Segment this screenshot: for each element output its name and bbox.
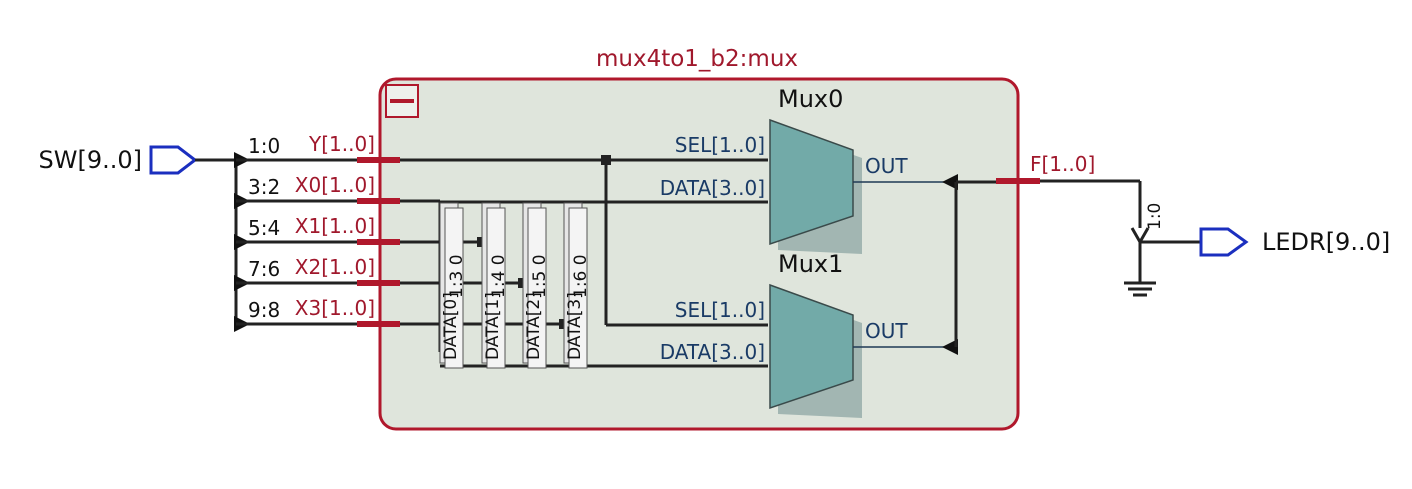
output-port-label: LEDR[9..0] xyxy=(1262,228,1390,256)
module-box[interactable] xyxy=(378,77,1020,431)
mux1[interactable] xyxy=(769,283,862,418)
collapse-button[interactable] xyxy=(385,84,419,118)
slice-label: 3:2 xyxy=(248,175,280,199)
pin-label-f: F[1..0] xyxy=(1030,152,1095,176)
output-slice-label: 1:0 xyxy=(1145,203,1165,230)
bus-tap-bits: 1:6 0 xyxy=(571,254,591,298)
mux0-out-label: OUT xyxy=(865,154,908,178)
pin-label-x1: X1[1..0] xyxy=(295,214,375,238)
slice-label: 1:0 xyxy=(248,134,280,158)
mux1-out-label: OUT xyxy=(865,319,908,343)
mux0-data-label: DATA[3..0] xyxy=(660,176,765,200)
junction xyxy=(601,155,611,165)
mux1-sel-label: SEL[1..0] xyxy=(675,298,765,322)
slice-label: 5:4 xyxy=(248,216,280,240)
pin-label-y: Y[1..0] xyxy=(308,132,375,156)
bus-tap-2[interactable]: DATA[2] 1:5 0 xyxy=(522,202,550,369)
slice-label: 7:6 xyxy=(248,257,280,281)
module-title: mux4to1_b2:mux xyxy=(596,46,798,72)
input-port-label: SW[9..0] xyxy=(39,146,143,174)
mux0[interactable] xyxy=(769,118,862,254)
bus-tap-label: DATA[1] xyxy=(483,292,503,360)
pin-label-x3: X3[1..0] xyxy=(295,296,375,320)
merge-arrow-0 xyxy=(942,174,958,190)
slice-label: 9:8 xyxy=(248,298,280,322)
bus-tap-label: DATA[3] xyxy=(565,292,585,360)
bus-tap-label: DATA[0] xyxy=(441,292,461,360)
bus-tap-label: DATA[2] xyxy=(524,292,544,360)
mux1-data-label: DATA[3..0] xyxy=(660,340,765,364)
mux0-sel-label: SEL[1..0] xyxy=(675,133,765,157)
ground-icon xyxy=(1124,242,1156,297)
pin-label-x0: X0[1..0] xyxy=(295,173,375,197)
bus-tap-bits: 1:4 0 xyxy=(489,254,509,298)
bus-tap-bits: 1:3 0 xyxy=(447,254,467,298)
bus-tap-bits: 1:5 0 xyxy=(530,254,550,298)
pin-label-x2: X2[1..0] xyxy=(295,255,375,279)
bus-tap-1[interactable]: DATA[1] 1:4 0 xyxy=(481,202,509,369)
merge-arrow-1 xyxy=(942,339,958,355)
bus-tap-0[interactable]: DATA[0] 1:3 0 xyxy=(439,202,467,369)
mux1-name: Mux1 xyxy=(778,250,843,278)
output-port-ledr[interactable] xyxy=(1199,227,1249,257)
input-port-sw[interactable] xyxy=(149,145,198,175)
mux0-name: Mux0 xyxy=(778,85,843,113)
bus-tap-3[interactable]: DATA[3] 1:6 0 xyxy=(563,202,591,369)
